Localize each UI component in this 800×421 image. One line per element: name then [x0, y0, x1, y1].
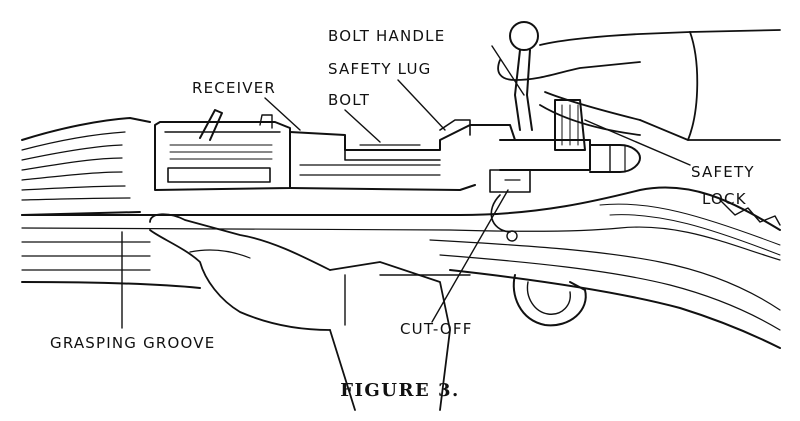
label-bolt: BOLT: [328, 91, 371, 109]
figure-caption: FIGURE 3.: [340, 380, 460, 401]
receiver-assembly: [154, 21, 641, 327]
label-cut-off: CUT-OFF: [400, 320, 473, 338]
label-lock: LOCK: [702, 190, 747, 208]
label-bolt-handle: BOLT HANDLE: [328, 27, 446, 45]
leader-lines: [121, 45, 691, 329]
label-safety-lug: SAFETY LUG: [328, 60, 432, 78]
left-hand: [149, 213, 451, 411]
label-grasping-groove: GRASPING GROOVE: [50, 334, 216, 352]
right-hand: [497, 29, 781, 141]
label-receiver: RECEIVER: [192, 79, 277, 97]
label-safety: SAFETY: [691, 163, 755, 181]
rifle-stock: [21, 117, 781, 349]
